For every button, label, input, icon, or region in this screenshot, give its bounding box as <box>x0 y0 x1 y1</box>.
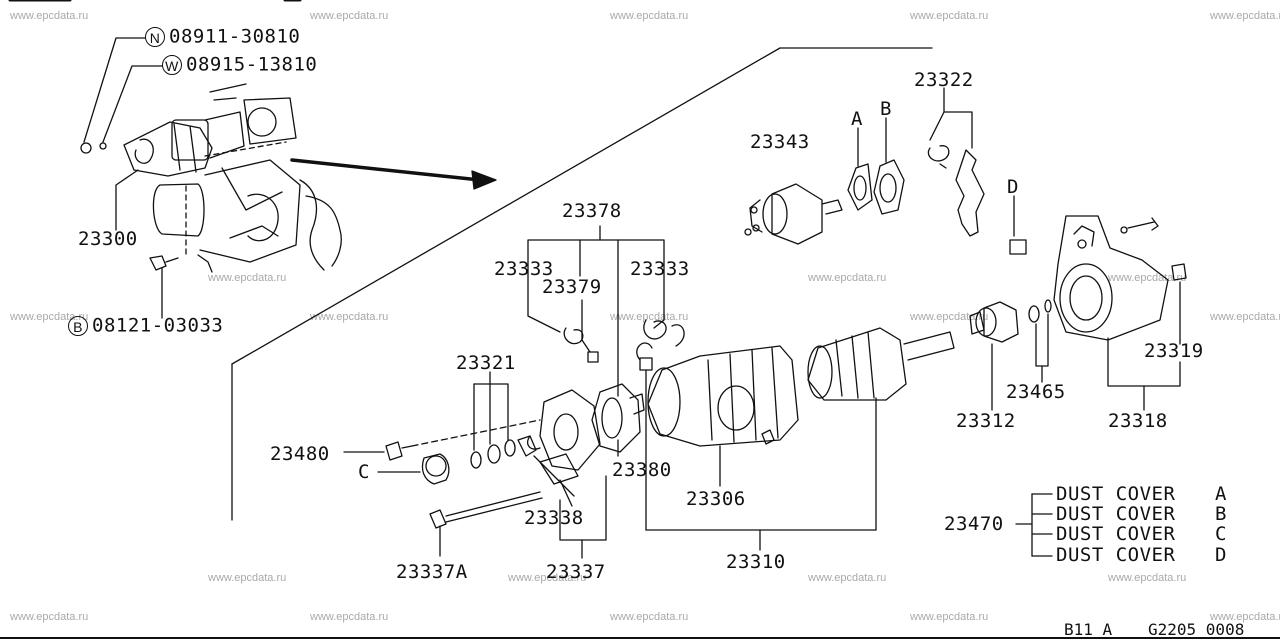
part-label-yoke: 23306 <box>686 488 746 510</box>
bolt-part-number: 08121-03033 <box>92 314 224 337</box>
part-label-pinion: 23312 <box>956 410 1016 432</box>
part-label-lever-set: 23322 <box>914 69 974 91</box>
brush-right-illustration <box>640 312 666 370</box>
legend-item-name: DUST COVER <box>1056 503 1176 525</box>
legend-item-name: DUST COVER <box>1056 483 1176 505</box>
bolt-illustration <box>344 420 540 460</box>
part-label-front-bushing: 23319 <box>1144 340 1204 362</box>
washer-part-number: 08915-13810 <box>186 53 318 76</box>
part-label-brush-holder: 23380 <box>612 459 672 481</box>
part-label-brush-spring: 23379 <box>542 276 602 298</box>
watermark: www.epcdata.ru <box>910 311 989 323</box>
legend-item-code: B <box>1215 503 1227 525</box>
dust-cover-b-gasket <box>874 160 904 214</box>
dust-cover-a-gasket <box>848 164 872 210</box>
gear-case-illustration <box>1054 216 1186 410</box>
watermark: www.epcdata.ru <box>310 611 389 623</box>
part-label-bolt: 23480 <box>270 443 330 465</box>
part-label-through-bolt: 23337A <box>396 561 468 583</box>
watermark: www.epcdata.ru <box>808 272 887 284</box>
part-label-gear-case: 23318 <box>1108 410 1168 432</box>
direction-arrow <box>292 160 496 189</box>
through-bolt-illustration <box>430 492 542 556</box>
nut-code-badge: N <box>145 27 165 47</box>
part-label-brush-left: 23333 <box>494 258 554 280</box>
watermark: www.epcdata.ru <box>910 611 989 623</box>
part-label-rear-cover: 23337 <box>546 561 606 583</box>
watermark: www.epcdata.ru <box>508 572 587 584</box>
watermark: www.epcdata.ru <box>10 10 89 22</box>
stop-ring-illustration <box>1029 300 1051 382</box>
legend-bracket <box>1016 494 1052 556</box>
legend-item-code: D <box>1215 544 1227 566</box>
exploded-view-frame <box>232 48 932 520</box>
marker-a: A <box>851 108 863 130</box>
bushing-illustration <box>540 454 578 506</box>
washer-code-badge: W <box>162 55 182 75</box>
washer-set-illustration <box>471 372 515 468</box>
watermark: www.epcdata.ru <box>1210 10 1280 22</box>
pinion-illustration <box>970 302 1018 410</box>
dust-cover-c-cap <box>378 454 449 484</box>
brush-holder-illustration <box>592 384 644 456</box>
watermark: www.epcdata.ru <box>808 572 887 584</box>
watermark: www.epcdata.ru <box>610 611 689 623</box>
watermark: www.epcdata.ru <box>1210 611 1280 623</box>
marker-b: B <box>880 98 892 120</box>
legend-item-name: DUST COVER <box>1056 544 1176 566</box>
part-label-overhaul-kit: 23378 <box>562 200 622 222</box>
dust-cover-d-plug <box>1010 196 1026 254</box>
bolt-code-badge: B <box>68 316 88 336</box>
overhaul-kit-bracket <box>528 226 664 396</box>
leader-lines-top-left <box>84 38 162 318</box>
magnetic-switch-illustration <box>745 184 842 244</box>
part-label-dust-cover-kit: 23470 <box>944 513 1004 535</box>
legend-item-code: A <box>1215 483 1227 505</box>
watermark: www.epcdata.ru <box>10 611 89 623</box>
part-label-brush-right: 23333 <box>630 258 690 280</box>
legend-item-code: C <box>1215 523 1227 545</box>
yoke-illustration <box>637 325 876 550</box>
watermark: www.epcdata.ru <box>208 272 287 284</box>
watermark: www.epcdata.ru <box>1108 272 1187 284</box>
watermark: www.epcdata.ru <box>610 311 689 323</box>
watermark: www.epcdata.ru <box>1108 572 1187 584</box>
footer-model-code: B11 A <box>1064 620 1113 639</box>
marker-c: C <box>358 461 370 483</box>
part-label-washer-set: 23321 <box>456 352 516 374</box>
watermark: www.epcdata.ru <box>610 10 689 22</box>
watermark: www.epcdata.ru <box>310 10 389 22</box>
watermark: www.epcdata.ru <box>208 572 287 584</box>
armature-illustration <box>808 328 954 530</box>
part-label-starter-assy: 23300 <box>78 228 138 250</box>
lever-set-illustration <box>928 88 984 236</box>
rear-cover-illustration <box>518 390 606 558</box>
part-label-magnetic-switch: 23343 <box>750 131 810 153</box>
part-label-bushing: 23338 <box>524 507 584 529</box>
legend-item-name: DUST COVER <box>1056 523 1176 545</box>
marker-d: D <box>1007 176 1019 198</box>
part-label-armature-assy: 23310 <box>726 551 786 573</box>
part-label-stop-ring-set: 23465 <box>1006 381 1066 403</box>
nut-part-number: 08911-30810 <box>169 25 301 48</box>
footer-page-code: G2205 0008 <box>1148 620 1245 639</box>
starter-in-vehicle-illustration <box>81 84 341 272</box>
watermark: www.epcdata.ru <box>310 311 389 323</box>
watermark: www.epcdata.ru <box>1210 311 1280 323</box>
watermark: www.epcdata.ru <box>910 10 989 22</box>
